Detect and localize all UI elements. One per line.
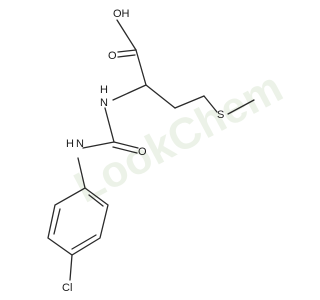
sulfur-label: S <box>217 109 224 121</box>
amine-lower-h-label: H <box>66 138 74 150</box>
bond-acid-c-o-double <box>117 54 136 58</box>
chlorine-label: Cl <box>62 282 72 294</box>
urea-oxygen-label: O <box>138 146 147 158</box>
bond-acid-alpha <box>135 49 147 86</box>
bond-nh-urea <box>104 107 115 143</box>
amine-lower-n-label: N <box>76 138 84 150</box>
structure-diagram: LookChem OH O H N <box>47 8 290 294</box>
hydroxyl-label: OH <box>113 8 130 20</box>
bond-nh-ring <box>77 157 86 189</box>
bond-urea-o-double <box>112 146 138 154</box>
amine-upper-n-label: N <box>100 97 108 109</box>
bond-alpha-cb <box>145 84 176 109</box>
bonds <box>47 19 255 281</box>
bond-s-ch3 <box>227 99 255 115</box>
ring-double-3 <box>53 208 61 235</box>
bond-cg-s <box>203 95 218 113</box>
bond-cb-cg <box>174 95 205 109</box>
amine-upper-h-label: H <box>100 84 108 96</box>
bond-ring-cl <box>69 254 73 281</box>
bond-urea-nh <box>82 141 115 149</box>
ring-double-2 <box>71 234 97 250</box>
acid-oxygen-label: O <box>108 50 117 62</box>
ring-double-1 <box>88 194 104 207</box>
atom-labels: OH O H N H N O S Cl <box>62 8 224 294</box>
bond-alpha-nh <box>112 84 147 101</box>
bond-urea-o <box>113 141 139 149</box>
bond-acid-c-o <box>117 49 137 53</box>
bond-c-oh <box>116 19 137 51</box>
